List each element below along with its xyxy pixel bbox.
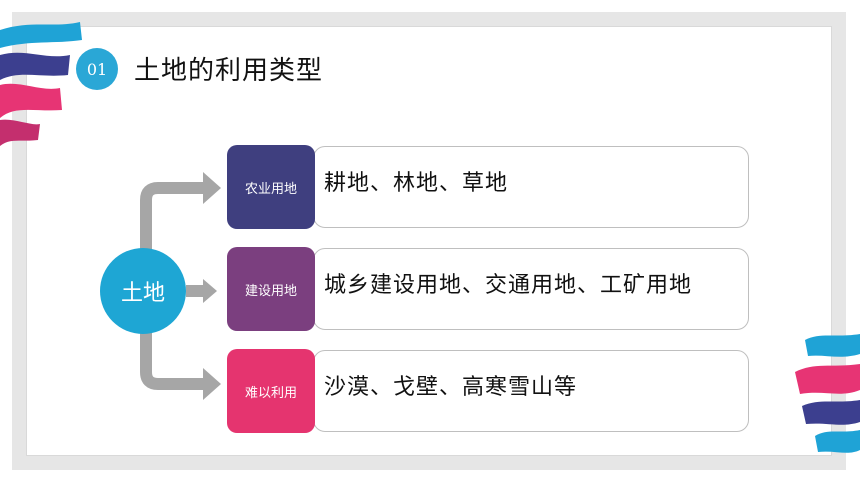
- hub-node-land: 土地: [100, 248, 186, 334]
- brush-decoration-right: [795, 334, 860, 453]
- brush-decoration-left: [0, 22, 82, 146]
- arrow-head-bottom: [203, 368, 221, 400]
- category-box-unusable: 难以利用: [227, 349, 315, 433]
- description-box-agriculture: 耕地、林地、草地: [313, 146, 749, 228]
- category-box-agriculture: 农业用地: [227, 145, 315, 229]
- arrow-bottom: [140, 320, 205, 390]
- arrow-head-middle: [203, 279, 217, 303]
- description-box-unusable: 沙漠、戈壁、高寒雪山等: [313, 350, 749, 432]
- description-box-construction: 城乡建设用地、交通用地、工矿用地: [313, 248, 749, 330]
- page-title: 土地的利用类型: [134, 56, 324, 86]
- arrow-head-top: [203, 172, 221, 204]
- category-box-construction: 建设用地: [227, 247, 315, 331]
- arrow-top: [140, 182, 205, 262]
- section-number-badge: 01: [76, 48, 118, 90]
